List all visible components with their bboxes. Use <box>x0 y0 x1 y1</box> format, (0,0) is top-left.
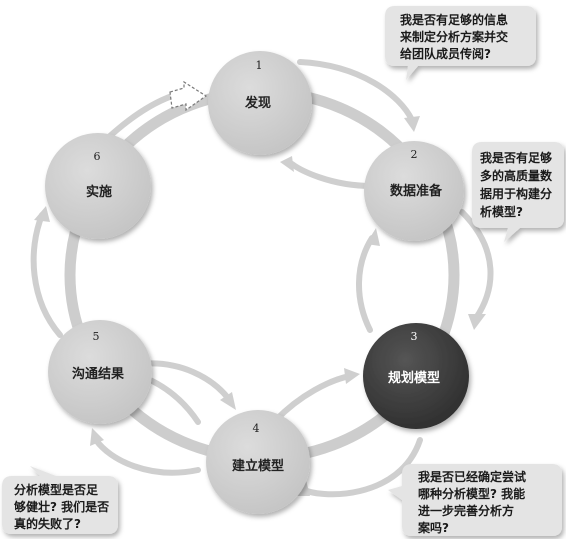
arrowhead-5-to-6 <box>34 206 50 222</box>
phase-node-2: 2 数据准备 <box>364 141 464 241</box>
question-data-prep-line-2: 多的高质量数 <box>480 168 553 183</box>
phase-label-6: 实施 <box>86 184 112 200</box>
phase-label-3: 规划模型 <box>388 370 440 386</box>
phase-number-5: 5 <box>93 330 100 343</box>
question-discovery-line-1: 我是否有足够的信息 <box>400 12 508 27</box>
arrow-5-to-6 <box>30 212 63 338</box>
question-model-planning-line-3: 进一步完善分析方 <box>418 503 514 518</box>
phase-node-4: 4 建立模型 <box>206 410 310 514</box>
question-model-planning-line-2: 哪种分析模型? 我能 <box>418 486 525 501</box>
question-data-prep-line-3: 据用于构建分 <box>480 186 552 201</box>
arrow-6-to-1 <box>107 93 175 139</box>
arrowhead-1-to-2 <box>404 116 420 132</box>
question-data-prep-line-4: 析模型? <box>480 204 523 219</box>
phase-label-1: 发现 <box>244 95 271 111</box>
question-data-prep-line-1: 我是否有足够 <box>480 150 552 165</box>
phase-label-4: 建立模型 <box>232 458 284 474</box>
question-model-building-line-1: 分析模型是否足 <box>14 482 98 497</box>
arrowhead-2-to-3 <box>468 314 486 330</box>
loop-arrow-5-to-4 <box>137 360 231 401</box>
arrow-3-to-4 <box>297 437 423 498</box>
phase-node-1: 1 发现 <box>208 51 312 155</box>
loop-back-arrows <box>93 161 375 476</box>
question-bubble-discovery: 我是否有足够的信息 来制定分析方案并交 给团队成员传阅? <box>385 6 536 80</box>
phase-number-4: 4 <box>253 422 260 435</box>
phase-number-2: 2 <box>411 148 418 161</box>
loop-back-arrowheads <box>90 156 380 446</box>
phase-number-3: 3 <box>411 330 418 343</box>
question-bubble-data-prep: 我是否有足够 多的高质量数 据用于构建分 析模型? <box>472 142 564 242</box>
phase-number-1: 1 <box>256 59 263 72</box>
loop-arrow-4-to-3 <box>273 373 353 423</box>
question-model-planning-line-1: 我是否已经确定尝试 <box>418 469 526 484</box>
phase-label-2: 数据准备 <box>390 183 443 199</box>
question-model-building-line-2: 够健壮? 我们是否 <box>13 499 109 514</box>
loop-arrowhead-back-to-5 <box>90 428 104 446</box>
phase-label-5: 沟通结果 <box>72 366 124 382</box>
loop-arrowhead-3-to-2 <box>366 228 380 246</box>
arrow-2-to-3 <box>459 209 494 321</box>
question-bubble-model-planning: 我是否已经确定尝试 哪种分析模型? 我能 进一步完善分析方 案吗? <box>388 464 562 536</box>
phase-number-6: 6 <box>94 150 101 163</box>
loop-arrow-3-to-2 <box>356 235 375 333</box>
phase-node-6: 6 实施 <box>45 133 151 239</box>
phase-node-5: 5 沟通结果 <box>48 320 152 424</box>
phase-node-3: 3 规划模型 <box>363 323 469 429</box>
loop-arrow-back-to-5 <box>93 437 201 476</box>
loop-arrowhead-2-to-1 <box>280 156 294 172</box>
question-discovery-line-2: 来制定分析方案并交 <box>399 29 508 44</box>
loop-arrowhead-4-to-3 <box>344 368 360 384</box>
question-model-building-line-3: 真的失败了? <box>14 516 81 531</box>
question-discovery-line-3: 给团队成员传阅? <box>400 46 491 61</box>
loop-arrowhead-5-to-4 <box>220 392 236 410</box>
question-model-planning-line-4: 案吗? <box>417 520 449 535</box>
question-bubble-model-building: 分析模型是否足 够健壮? 我们是否 真的失败了? <box>2 466 118 534</box>
loop-arrow-2-to-1 <box>289 161 375 189</box>
dashed-arrowhead-into-discovery <box>169 80 208 112</box>
arrow-1-to-2 <box>297 59 415 123</box>
